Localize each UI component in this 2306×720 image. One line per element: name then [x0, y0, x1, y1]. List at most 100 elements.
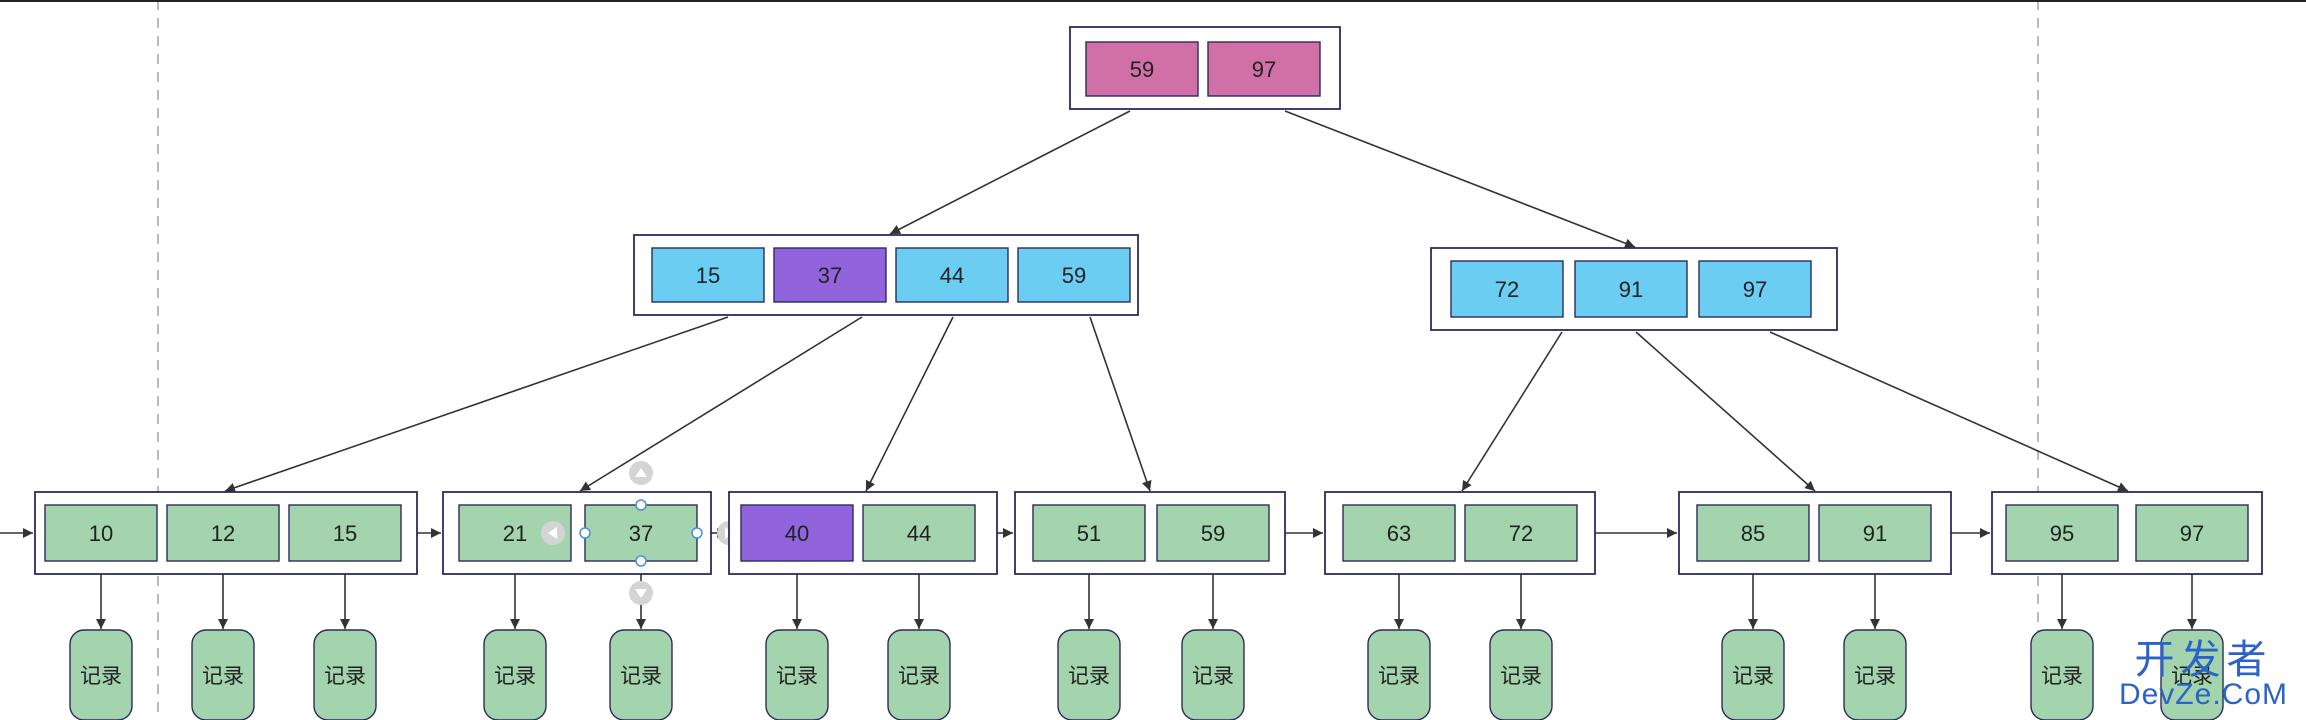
key-cell: [1464, 504, 1578, 562]
record-label: 记录: [1854, 664, 1896, 688]
record-box: [2030, 629, 2094, 720]
record-label: 记录: [324, 664, 366, 688]
resize-handle: [635, 499, 647, 511]
key-label: 10: [89, 521, 113, 546]
edge-internal-left-child: [865, 316, 954, 492]
edge-internal-right-child: [1461, 331, 1563, 492]
key-cell: [1696, 504, 1810, 562]
watermark-logo: 开发者 DevZe.CoM: [2119, 640, 2288, 710]
key-label: 37: [629, 521, 653, 546]
key-label: 59: [1130, 57, 1154, 82]
record-box: [765, 629, 829, 720]
handle-arrow: [548, 527, 557, 539]
watermark-top-text: 开发者: [2134, 637, 2273, 683]
record-label: 记录: [1732, 664, 1774, 688]
resize-handle: [635, 555, 647, 567]
key-cell: [1085, 41, 1199, 97]
key-label: 95: [2050, 521, 2074, 546]
record-box: [1721, 629, 1785, 720]
record-box: [483, 629, 547, 720]
key-cell: [2135, 504, 2249, 562]
edge-internal-left-child: [224, 316, 729, 493]
key-label: 97: [2180, 521, 2204, 546]
key-label: 72: [1495, 277, 1519, 302]
key-cell: [740, 504, 854, 562]
key-cell: [1032, 504, 1146, 562]
record-label: 记录: [1378, 664, 1420, 688]
record-box: [313, 629, 377, 720]
record-box: [2160, 629, 2224, 720]
handle-down-icon: [629, 581, 653, 605]
key-label: 63: [1387, 521, 1411, 546]
root-node: 59 97: [1069, 26, 1341, 110]
record-label: 记录: [202, 664, 244, 688]
leaf-node: 63 72: [1324, 491, 1596, 575]
key-label: 37: [818, 263, 842, 288]
record-label: 记录: [1500, 664, 1542, 688]
key-cell: [1574, 260, 1688, 318]
resize-handle: [691, 527, 703, 539]
record-box: [1367, 629, 1431, 720]
key-cell: [1207, 41, 1321, 97]
handle-up-icon: [629, 461, 653, 485]
record-label: 记录: [776, 664, 818, 688]
record-box: [1057, 629, 1121, 720]
record-label: 记录: [1068, 664, 1110, 688]
record-label: 记录: [2171, 664, 2213, 688]
leaf-node: 21 37: [442, 491, 712, 575]
record-box: [1843, 629, 1907, 720]
resize-handle: [579, 527, 591, 539]
leaf-node: 40 44: [728, 491, 998, 575]
key-cell: [166, 504, 280, 562]
key-cell: [1818, 504, 1932, 562]
key-cell: [1450, 260, 1564, 318]
record-box: [609, 629, 673, 720]
internal-node: 72 91 97: [1430, 247, 1838, 331]
key-label: 97: [1252, 57, 1276, 82]
record-box: [1181, 629, 1245, 720]
key-label: 91: [1863, 521, 1887, 546]
key-cell: [895, 247, 1009, 303]
record-label: 记录: [1192, 664, 1234, 688]
key-cell: [44, 504, 158, 562]
leaf-node: 85 91: [1678, 491, 1952, 575]
key-label: 72: [1509, 521, 1533, 546]
key-cell: [1156, 504, 1270, 562]
edge-internal-right-child: [1635, 331, 1816, 492]
key-cell: [862, 504, 976, 562]
handle-arrow: [635, 468, 647, 477]
record-box: [69, 629, 133, 720]
key-label: 59: [1201, 521, 1225, 546]
key-label: 21: [503, 521, 527, 546]
key-label: 12: [211, 521, 235, 546]
edge-internal-left-child: [579, 316, 863, 492]
handle-arrow: [635, 589, 647, 598]
key-label: 51: [1077, 521, 1101, 546]
leaf-node: 51 59: [1014, 491, 1286, 575]
leaf-node: 95 97: [1991, 491, 2263, 575]
record-label: 记录: [80, 664, 122, 688]
key-label: 44: [907, 521, 931, 546]
record-label: 记录: [2041, 664, 2083, 688]
key-cell: [1698, 260, 1812, 318]
key-label: 91: [1619, 277, 1643, 302]
record-label: 记录: [620, 664, 662, 688]
key-label: 85: [1741, 521, 1765, 546]
handle-left-icon: [541, 521, 565, 545]
key-cell: [651, 247, 765, 303]
edge-root-right: [1284, 110, 1636, 249]
key-label: 15: [696, 263, 720, 288]
watermark-bottom-text: DevZe.CoM: [2118, 678, 2288, 711]
record-box: [1489, 629, 1553, 720]
record-label: 记录: [898, 664, 940, 688]
key-label: 97: [1743, 277, 1767, 302]
key-label: 44: [940, 263, 964, 288]
key-cell: [1342, 504, 1456, 562]
key-label: 40: [785, 521, 809, 546]
record-label: 记录: [494, 664, 536, 688]
edge-internal-left-child: [1089, 316, 1152, 492]
